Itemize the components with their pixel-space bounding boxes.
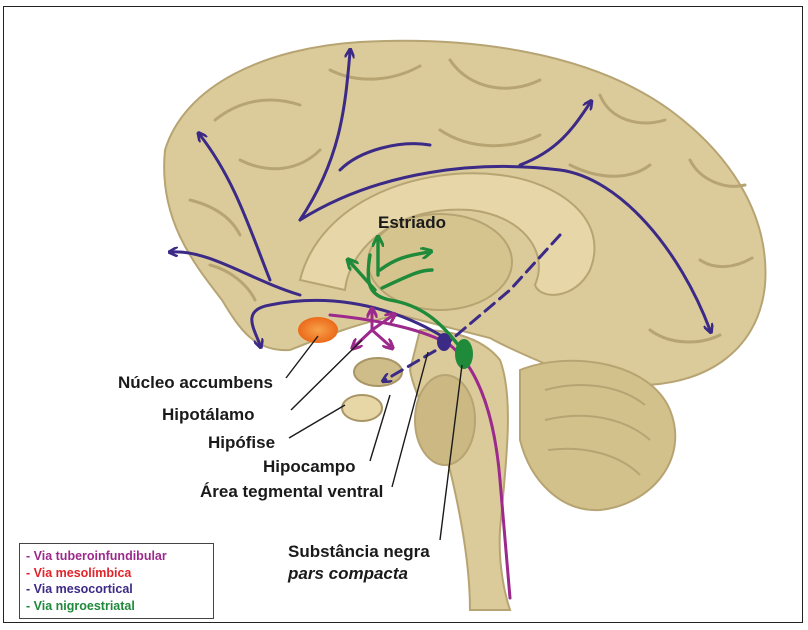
label-substancia-negra: Substância negra <box>288 542 430 562</box>
pituitary <box>342 395 382 421</box>
label-hipofise: Hipófise <box>208 433 275 453</box>
legend-item-mesocortical: - Via mesocortical <box>26 581 207 598</box>
brainstem <box>410 330 510 610</box>
legend-item-tuberoinfundibular: - Via tuberoinfundibular <box>26 548 207 565</box>
legend-item-nigroestriatal: - Via nigroestriatal <box>26 598 207 615</box>
label-estriado: Estriado <box>378 213 446 233</box>
legend-box: - Via tuberoinfundibular - Via mesolímbi… <box>19 543 214 619</box>
label-nucleo-accumbens: Núcleo accumbens <box>118 373 273 393</box>
nucleus-accumbens <box>298 317 338 343</box>
hippocampus <box>354 358 402 386</box>
label-pars-compacta: pars compacta <box>288 564 408 584</box>
label-area-tegmental: Área tegmental ventral <box>200 482 383 502</box>
substantia-nigra <box>455 339 473 369</box>
legend-item-mesolimbica: - Via mesolímbica <box>26 565 207 582</box>
label-hipotalamo: Hipotálamo <box>162 405 255 425</box>
pons <box>415 375 475 465</box>
ventral-tegmental-area <box>437 333 451 351</box>
label-hipocampo: Hipocampo <box>263 457 356 477</box>
